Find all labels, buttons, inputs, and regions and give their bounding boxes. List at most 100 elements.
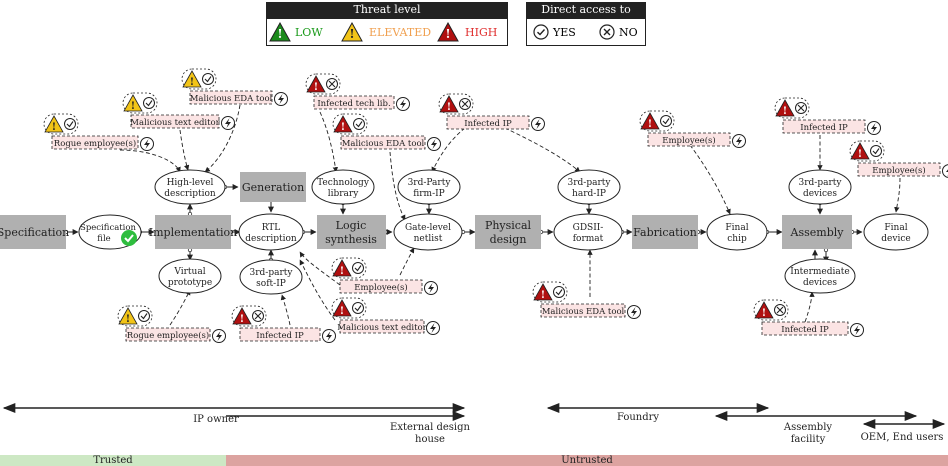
artifact-final-device-line1: Final <box>884 223 907 233</box>
stage-physical-design: Physical design <box>475 215 541 249</box>
threat-badge: ! <box>438 93 474 115</box>
artifact-final-chip-line2: chip <box>727 234 747 244</box>
warning-elevated-icon: ! <box>44 115 64 133</box>
svg-text:!: ! <box>340 266 344 277</box>
threat-infected-ip-soft: Infected IP! <box>231 305 336 343</box>
actor-design-house-line1: External design <box>390 422 470 433</box>
threat-level-title: Threat level <box>266 2 508 18</box>
legend-elevated-label: ELEVATED <box>369 25 432 39</box>
artifact-hard-ip-line1: 3rd-party <box>568 178 612 188</box>
actor-assembly-line1: Assembly <box>783 422 832 433</box>
lightning-icon <box>427 137 441 151</box>
untrusted-label: Untrusted <box>561 455 613 466</box>
warning-high-icon: ! <box>640 112 660 130</box>
threat-label: Malicious EDA tool <box>342 139 425 149</box>
artifact-virtual-prototype-line1: Virtual <box>173 267 205 277</box>
svg-text:!: ! <box>858 149 862 160</box>
warning-high-icon: ! <box>232 307 252 325</box>
artifact-high-level: High-level description <box>154 169 226 205</box>
artifact-spec-file-line2: file <box>97 234 110 244</box>
svg-text:!: ! <box>447 102 451 113</box>
svg-text:!: ! <box>190 77 194 88</box>
threat-label: Rogue employee(s) <box>54 138 136 149</box>
legend-yes-label: YES <box>553 25 576 39</box>
cross-circle-icon <box>599 24 615 40</box>
artifact-final-device: Final device <box>863 213 929 251</box>
artifact-high-level-line2: description <box>164 189 216 199</box>
artifact-spec-file-line1: Specification <box>80 223 137 233</box>
threat-label: Infected IP <box>800 123 848 133</box>
check-circle-icon <box>352 302 364 314</box>
threat-badge: ! <box>231 305 267 327</box>
actor-labels: IP owner External design house Foundry A… <box>193 412 943 445</box>
svg-text:!: ! <box>341 122 345 133</box>
threat-label: Infected tech lib. <box>317 99 390 109</box>
threat-infected-tech-lib: Infected tech lib.! <box>305 73 410 111</box>
svg-text:!: ! <box>783 106 787 117</box>
artifact-soft-ip-line1: 3rd-party <box>250 268 294 278</box>
svg-text:!: ! <box>131 101 135 112</box>
threat-label: Malicious text editor <box>337 323 427 333</box>
warning-high-icon: ! <box>850 142 870 160</box>
check-circle-icon <box>138 310 150 322</box>
warning-high-icon: ! <box>439 95 459 113</box>
stage-fabrication: Fabrication <box>632 215 698 249</box>
threat-label: Rogue employee(s) <box>127 330 209 341</box>
cross-circle-icon <box>326 78 338 90</box>
threat-badge: ! <box>532 281 568 303</box>
artifact-firm-ip-line2: firm-IP <box>413 189 445 199</box>
check-circle-icon <box>352 262 364 274</box>
artifact-firm-ip-line1: 3rd-Party <box>408 178 452 188</box>
threat-edges <box>119 104 901 326</box>
legend-no-label: NO <box>619 25 638 39</box>
artifact-intermediate-devices: Intermediate devices <box>784 258 856 294</box>
warning-yellow-icon: ! <box>341 22 363 42</box>
threat-badge: ! <box>305 73 341 95</box>
check-circle-icon <box>533 24 549 40</box>
lightning-icon <box>867 121 881 135</box>
artifact-final-chip-line1: Final <box>725 223 748 233</box>
lightning-icon <box>274 92 288 106</box>
lightning-icon <box>627 305 641 319</box>
artifact-rtl-line2: description <box>245 234 297 244</box>
check-circle-icon <box>202 73 214 85</box>
artifact-gate-netlist: Gate-level netlist <box>393 213 463 251</box>
threat-rogue-employee-top: Rogue employee(s)! <box>43 113 154 151</box>
lightning-icon <box>140 137 154 151</box>
threat-label: Employee(s) <box>662 135 715 146</box>
threat-infected-ip-assembly-top: Infected IP! <box>774 97 881 135</box>
warning-high-icon: ! <box>533 283 553 301</box>
threat-badge: ! <box>849 140 885 162</box>
stage-implementation: Implementation <box>149 215 237 249</box>
threat-label: Infected IP <box>464 119 512 129</box>
lightning-icon <box>531 117 545 131</box>
legend-high-label: HIGH <box>465 25 498 39</box>
artifact-soft-ip: 3rd-party soft-IP <box>239 259 303 295</box>
threat-infected-ip-assembly-bottom: Infected IP! <box>753 299 864 337</box>
stage-specification-label: Specification <box>0 226 69 239</box>
threat-badge: ! <box>639 110 675 132</box>
check-circle-icon <box>143 97 155 109</box>
threat-badge: ! <box>332 113 368 135</box>
warning-high-icon: ! <box>306 75 326 93</box>
threat-badge: ! <box>117 305 153 327</box>
warning-high-icon: ! <box>332 299 352 317</box>
svg-text:!: ! <box>52 122 56 133</box>
warning-green-icon: ! <box>269 22 291 42</box>
threat-badge: ! <box>774 97 810 119</box>
threat-labels: Rogue employee(s)! Malicious text editor!… <box>43 68 948 343</box>
check-circle-icon <box>660 115 672 127</box>
artifact-gdsii-line2: format <box>573 234 604 244</box>
threat-badge: ! <box>331 257 367 279</box>
stage-fabrication-label: Fabrication <box>633 226 697 239</box>
threat-employees-final: Employee(s)! <box>849 140 948 178</box>
cross-circle-icon <box>795 102 807 114</box>
artifact-tech-library-line2: library <box>328 189 359 199</box>
threat-malicious-eda-top: Malicious EDA tool! <box>181 68 288 106</box>
artifact-gdsii-line1: GDSII- <box>573 223 604 233</box>
artifact-hard-ip: 3rd-party hard-IP <box>557 169 621 205</box>
threat-badge: ! <box>43 113 79 135</box>
untrusted-bar: Untrusted <box>226 455 948 466</box>
artifact-spec-file: Specification file <box>78 214 142 250</box>
trusted-bar: Trusted <box>0 455 226 466</box>
